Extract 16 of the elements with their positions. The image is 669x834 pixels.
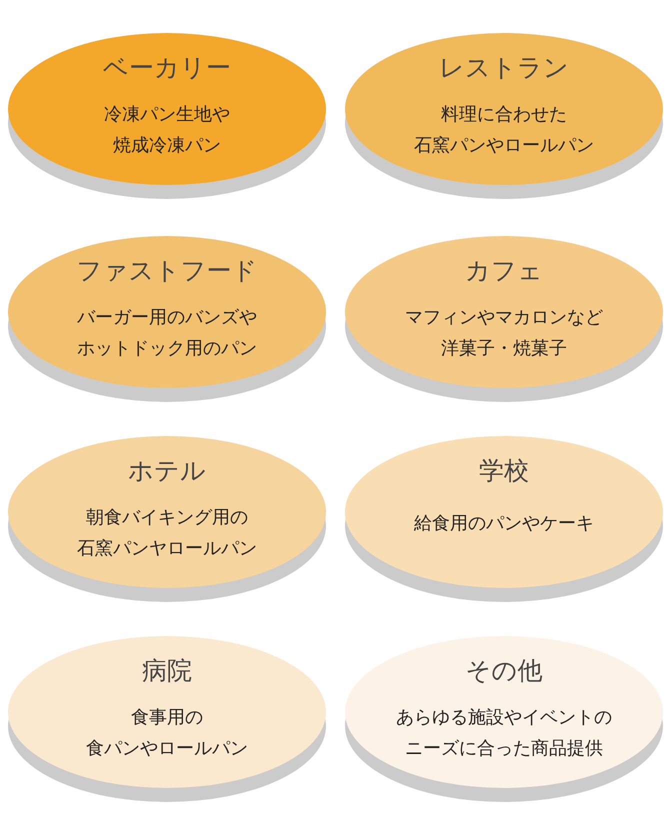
category-heading: その他 (466, 658, 542, 683)
category-heading: カフェ (465, 258, 543, 283)
description-text: 朝食バイキング用の石窯パンヤロールパン (77, 506, 257, 561)
description-text: あらゆる施設やイベントのニーズに合った商品提供 (396, 706, 612, 761)
description-text: 給食用のパンやケーキ (414, 512, 594, 536)
category-heading: 病院 (142, 658, 192, 683)
category-heading: レストラン (439, 55, 569, 80)
category-heading: ファストフード (76, 258, 258, 283)
category-heading: 学校 (479, 458, 529, 483)
description-text: バーガー用のバンズやホットドック用のパン (77, 306, 257, 361)
description-text: マフィンやマカロンなど洋菓子・焼菓子 (405, 306, 603, 361)
category-heading: ベーカリー (103, 55, 231, 80)
description-text: 冷凍パン生地や焼成冷凍パン (104, 103, 230, 158)
description-text: 料理に合わせた石窯パンやロールパン (414, 103, 594, 158)
description-text: 食事用の食パンやロールパン (86, 706, 248, 761)
category-heading: ホテル (128, 458, 206, 483)
